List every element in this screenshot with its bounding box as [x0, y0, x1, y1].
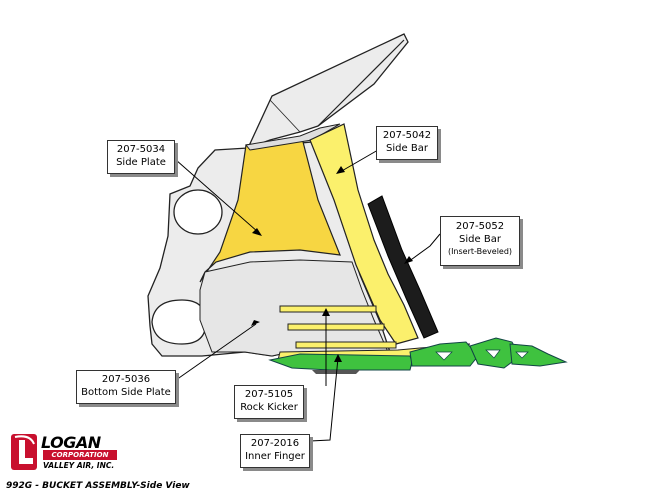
- logo-wordmark: LOGAN: [41, 433, 101, 452]
- leader-side-bar: [339, 149, 379, 173]
- top-rim: [245, 123, 341, 151]
- callout-rock-kicker: 207-5105 Rock Kicker: [234, 385, 304, 419]
- lower-mount-hole: [151, 299, 207, 345]
- tooth-highlight-1: [435, 351, 453, 361]
- finger-shadow: [312, 370, 360, 374]
- tooth-highlight-3: [515, 351, 529, 359]
- upper-mount-hole: [173, 189, 223, 235]
- rock-kicker-part-number: 207-5105: [244, 389, 294, 400]
- side-bar-shape: [309, 123, 419, 345]
- leader-bottom-side-plate: [175, 323, 257, 381]
- callout-side-plate: 207-5034 Side Plate: [107, 140, 175, 174]
- callout-side-bar: 207-5042 Side Bar: [376, 126, 438, 160]
- logo-subtitle: VALLEY AIR, INC.: [43, 461, 115, 470]
- arrow-side-bar: [336, 166, 345, 174]
- diagram-caption: 992G - BUCKET ASSEMBLY-Side View: [6, 481, 190, 491]
- insert-name: Side Bar: [459, 234, 501, 245]
- leader-side-plate: [175, 159, 259, 233]
- bottom-side-plate-part-number: 207-5036: [101, 374, 151, 385]
- insert-note: (Insert-Beveled): [447, 247, 513, 256]
- rock-kicker-bar-1: [279, 305, 377, 313]
- mount-arm-edge: [317, 39, 405, 127]
- tooth-highlight-2: [485, 349, 501, 359]
- rock-kicker-bar-2: [287, 323, 385, 331]
- callout-inner-finger: 207-2016 Inner Finger: [240, 434, 310, 468]
- leader-insert: [407, 233, 441, 263]
- side-plate-name: Side Plate: [116, 157, 166, 168]
- logo-corporation: CORPORATION: [43, 450, 117, 460]
- arrow-insert: [404, 256, 413, 264]
- side-bar-insert-shape: [367, 195, 439, 339]
- arrow-inner-finger: [334, 354, 342, 362]
- leader-arrowheads: [251, 166, 413, 362]
- callout-bottom-side-plate: 207-5036 Bottom Side Plate: [76, 370, 176, 404]
- callout-side-bar-insert: 207-5052 Side Bar (Insert-Beveled): [440, 216, 520, 266]
- mount-arm-edge-2: [269, 99, 301, 133]
- inner-finger-part-number: 207-2016: [250, 438, 300, 449]
- rock-kicker-name: Rock Kicker: [240, 402, 298, 413]
- arrow-bottom-side-plate: [251, 320, 260, 326]
- logan-logo: LOGAN CORPORATION VALLEY AIR, INC.: [10, 432, 122, 478]
- insert-part-number: 207-5052: [455, 221, 505, 232]
- rock-kicker-bar-3: [295, 341, 397, 349]
- logan-emblem-icon: [11, 434, 37, 470]
- side-plate-part-number: 207-5034: [116, 144, 166, 155]
- side-bar-name: Side Bar: [386, 143, 428, 154]
- side-bar-part-number: 207-5042: [382, 130, 432, 141]
- side-plate-shape: [199, 137, 341, 283]
- arrow-rock-kicker: [322, 308, 330, 316]
- bottom-side-plate-name: Bottom Side Plate: [81, 387, 171, 398]
- tooth-3: [509, 343, 568, 367]
- inner-finger-name: Inner Finger: [245, 451, 305, 462]
- arrow-side-plate: [252, 228, 262, 236]
